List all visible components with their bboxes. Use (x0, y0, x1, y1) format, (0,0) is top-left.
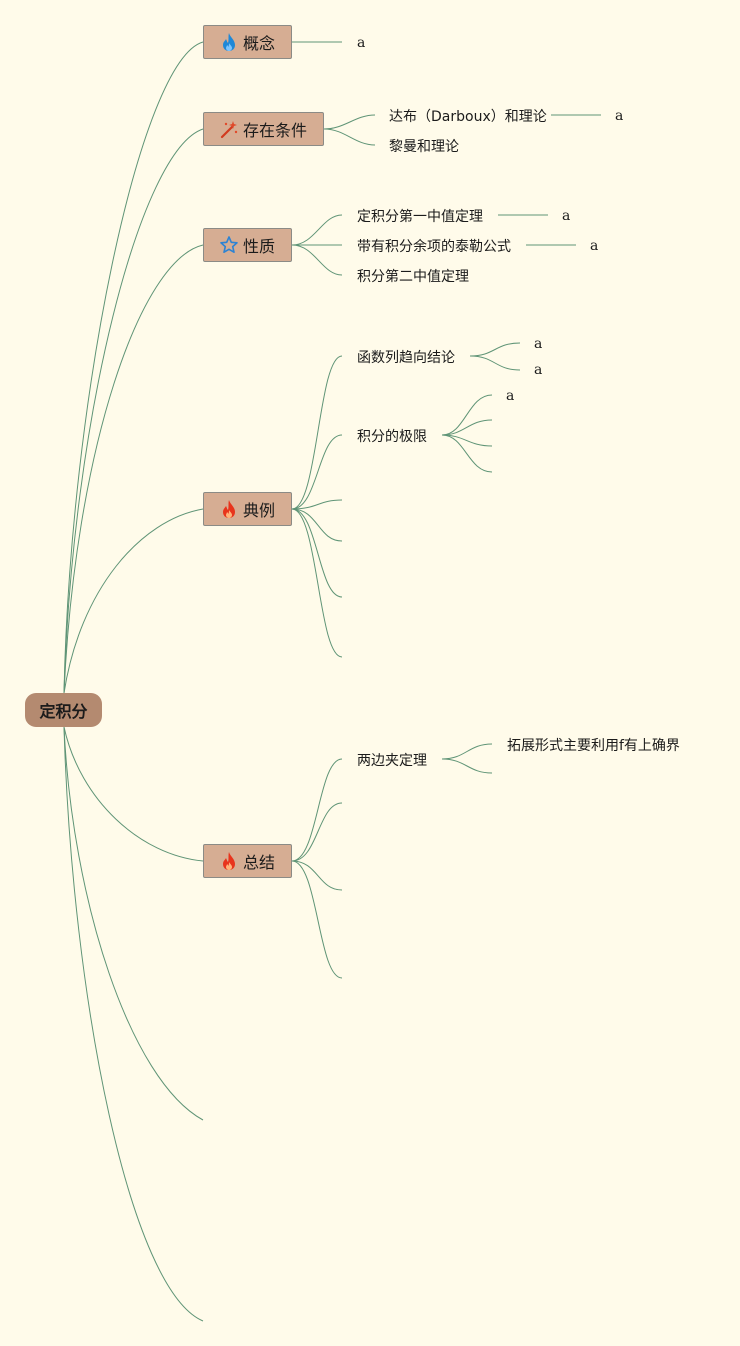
link-limit-leaf-1 (441, 394, 493, 436)
topic-property-label: 性质 (242, 237, 275, 256)
sub-function-sequence[interactable]: 函数列趋向结论 (357, 350, 455, 366)
link-root-empty-2 (63, 726, 204, 1322)
link-root-summary (63, 726, 204, 862)
concept-leaf[interactable]: a (357, 35, 366, 51)
topic-concept-label: 概念 (242, 34, 275, 53)
sub-second-mean-value[interactable]: 积分第二中值定理 (357, 269, 469, 285)
topic-concept[interactable]: 概念 (203, 25, 292, 59)
link-examples-empty-2 (291, 508, 343, 542)
fire-red-icon (220, 499, 238, 519)
topic-summary-label: 总结 (242, 853, 275, 872)
function-sequence-leaf-2[interactable]: a (534, 362, 543, 378)
link-examples-limit (291, 434, 343, 510)
link-summary-squeeze (291, 758, 343, 862)
darboux-leaf[interactable]: a (615, 108, 624, 124)
star-icon (220, 235, 238, 255)
link-squeeze-leaf-2 (441, 758, 493, 774)
link-summary-empty-1 (291, 802, 343, 862)
root-label: 定积分 (39, 702, 88, 721)
link-limit-leaf-2 (441, 419, 493, 436)
topic-existence-label: 存在条件 (242, 121, 307, 140)
link-root-property (63, 244, 204, 694)
topic-property[interactable]: 性质 (203, 228, 292, 262)
link-squeeze-leaf-1 (441, 743, 493, 760)
topic-summary[interactable]: 总结 (203, 844, 292, 878)
link-seq-leaf-1 (469, 342, 521, 357)
link-examples-empty-4 (291, 508, 343, 658)
squeeze-theorem-leaf-1[interactable]: 拓展形式主要利用f有上确界 (507, 738, 680, 754)
link-root-examples (63, 508, 204, 694)
sub-darboux[interactable]: 达布（Darboux）和理论 (389, 109, 547, 125)
link-examples-seq (291, 355, 343, 510)
first-mean-value-leaf[interactable]: a (562, 208, 571, 224)
sub-squeeze-theorem[interactable]: 两边夹定理 (357, 753, 427, 769)
sub-taylor-formula[interactable]: 带有积分余项的泰勒公式 (357, 239, 511, 255)
link-summary-empty-3 (291, 860, 343, 979)
link-seq-leaf-2 (469, 355, 521, 371)
topic-examples[interactable]: 典例 (203, 492, 292, 526)
link-root-existence (63, 128, 204, 694)
link-limit-leaf-4 (441, 434, 493, 473)
link-examples-empty-3 (291, 508, 343, 598)
function-sequence-leaf-1[interactable]: a (534, 336, 543, 352)
fire-blue-icon (220, 32, 238, 52)
link-root-empty-1 (63, 726, 204, 1121)
sub-first-mean-value[interactable]: 定积分第一中值定理 (357, 209, 483, 225)
link-summary-empty-2 (291, 860, 343, 891)
taylor-formula-leaf[interactable]: a (590, 238, 599, 254)
sub-integral-limit[interactable]: 积分的极限 (357, 429, 427, 445)
link-existence-riemann (323, 128, 376, 146)
link-property-mean2 (291, 244, 343, 276)
sub-riemann[interactable]: 黎曼和理论 (389, 139, 459, 155)
link-existence-darboux (323, 114, 376, 130)
topic-examples-label: 典例 (242, 501, 275, 520)
magic-wand-icon (220, 119, 238, 139)
link-examples-empty-1 (291, 499, 343, 510)
root-node[interactable]: 定积分 (25, 693, 102, 727)
topic-existence[interactable]: 存在条件 (203, 112, 324, 146)
link-property-mean1 (291, 214, 343, 246)
integral-limit-leaf-1[interactable]: a (506, 388, 515, 404)
fire-red-icon (220, 851, 238, 871)
link-root-concept (63, 41, 204, 694)
